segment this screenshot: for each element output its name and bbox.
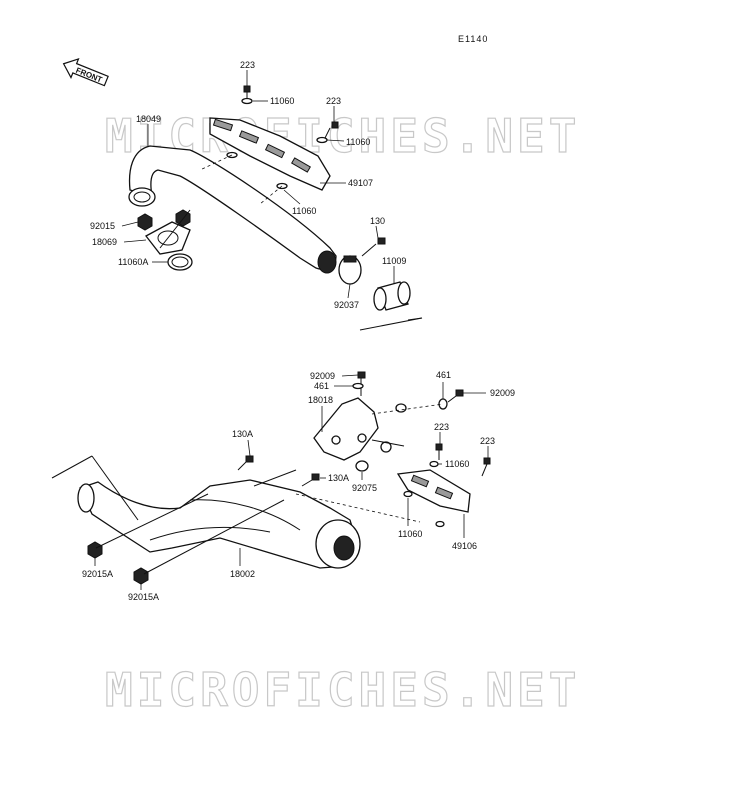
label-461-a: 461	[314, 381, 329, 391]
label-49107: 49107	[348, 178, 373, 188]
bolt-223-d	[481, 457, 491, 477]
guide-line	[359, 317, 423, 331]
heat-shield-18018	[313, 397, 379, 461]
label-92009-a: 92009	[310, 371, 335, 381]
washer-11060-b	[316, 136, 328, 144]
label-11060A: 11060A	[118, 257, 148, 267]
washer-11060-f	[435, 520, 445, 528]
nut-92015-a	[137, 213, 153, 231]
guide-line	[95, 493, 209, 549]
guide-line	[143, 499, 285, 575]
guide-line	[371, 403, 444, 415]
label-92015: 92015	[90, 221, 115, 231]
nut-92015A-a	[87, 541, 103, 559]
label-130A-a: 130A	[232, 429, 253, 439]
label-92009-b: 92009	[490, 388, 515, 398]
heat-shield-49107	[209, 117, 331, 191]
label-11009: 11009	[382, 256, 406, 266]
guide-line	[259, 185, 283, 205]
washer-461-a	[352, 382, 364, 390]
label-461-b: 461	[436, 370, 451, 380]
guide-line	[91, 455, 139, 521]
bolt-130	[361, 237, 386, 257]
washer-11060-e	[403, 490, 413, 498]
nut-92015A-b	[133, 567, 149, 585]
label-92015A-a: 92015A	[82, 569, 113, 579]
gasket-11060A	[167, 253, 193, 271]
label-11060-b: 11060	[346, 137, 370, 147]
bolt-130A-a	[237, 455, 254, 471]
label-11060-d: 11060	[445, 459, 469, 469]
label-18002: 18002	[230, 569, 255, 579]
label-92037: 92037	[334, 300, 359, 310]
clamp-92037	[338, 255, 362, 285]
guide-line	[371, 439, 405, 447]
damper-92075	[355, 460, 369, 472]
washer-11060-d	[429, 460, 439, 468]
bolt-130A-b	[301, 473, 320, 487]
label-223-d: 223	[480, 436, 495, 446]
label-130: 130	[370, 216, 385, 226]
label-92075: 92075	[352, 483, 377, 493]
label-130A-b: 130A	[328, 473, 349, 483]
exhaust-pipe-18049	[128, 145, 337, 274]
label-11060-e: 11060	[398, 529, 422, 539]
guide-line	[159, 209, 191, 249]
label-11060-a: 11060	[270, 96, 294, 106]
guide-line	[51, 455, 93, 479]
bracket-49106	[396, 469, 471, 513]
bolt-92009-b	[447, 389, 464, 403]
leader-lines	[94, 70, 489, 590]
label-18049: 18049	[136, 114, 161, 124]
grommet-lower	[380, 441, 392, 453]
washer-11060-a	[241, 97, 253, 105]
bolt-223-c	[435, 443, 443, 460]
joint-tube-11009	[373, 281, 411, 311]
front-arrow-icon: FRONT	[62, 58, 109, 87]
label-223-b: 223	[326, 96, 341, 106]
muffler-18002	[77, 479, 361, 569]
diagram-code: E1140	[458, 34, 488, 44]
label-223-a: 223	[240, 60, 255, 70]
label-11060-c: 11060	[292, 206, 316, 216]
guide-line	[253, 469, 297, 487]
label-49106: 49106	[452, 541, 477, 551]
label-18069: 18069	[92, 237, 117, 247]
watermark-bottom: MICROFICHES.NET	[105, 663, 580, 717]
label-18018: 18018	[308, 395, 333, 405]
label-92015A-b: 92015A	[128, 592, 159, 602]
label-223-c: 223	[434, 422, 449, 432]
